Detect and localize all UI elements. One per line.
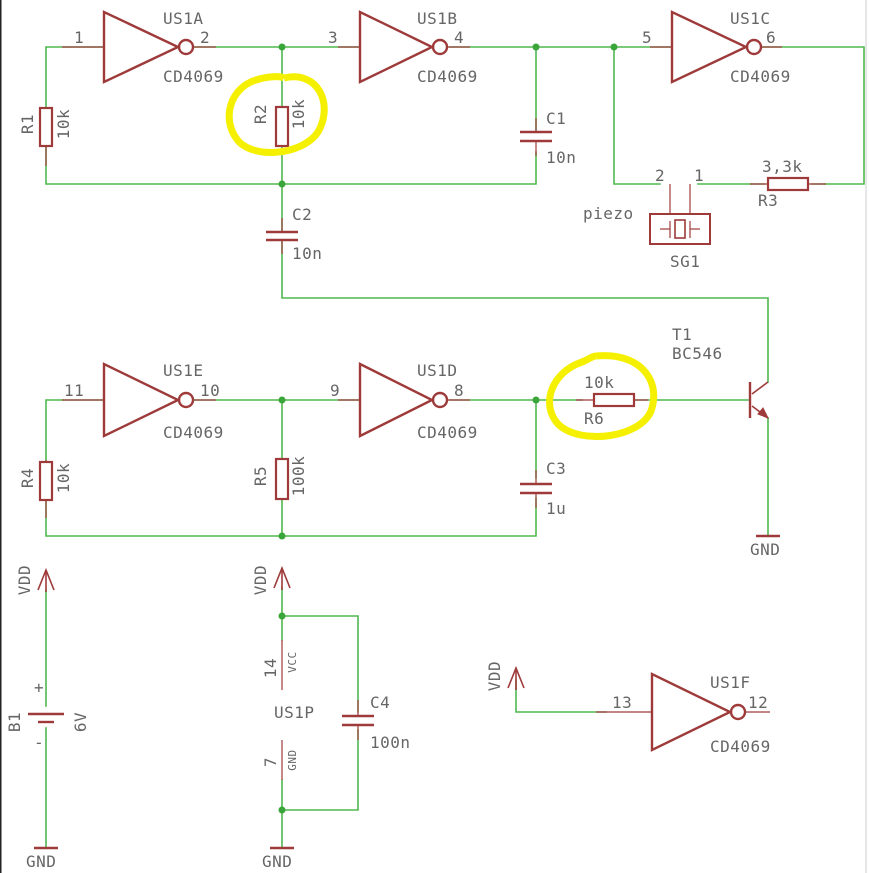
us1e-pin-in: 11 [64, 381, 84, 400]
us1e-part: CD4069 [163, 423, 224, 442]
b1-label: B1 [5, 712, 24, 732]
ic-power-us1p: 14 VCC US1P 7 GND [261, 640, 315, 780]
sg1-pin1: 1 [694, 166, 704, 185]
us1a-pin-in: 1 [74, 28, 84, 47]
sg1-label: SG1 [670, 252, 700, 271]
us1f-part: CD4069 [710, 737, 771, 756]
c1-label: C1 [546, 109, 566, 128]
capacitor-c4: C4 100n [342, 693, 411, 752]
r4-value: 10k [54, 463, 73, 493]
us1p-pin7: 7 [261, 757, 280, 767]
r1-label: R1 [18, 114, 37, 134]
r3-value: 3,3k [762, 157, 803, 176]
c3-value: 1u [546, 499, 566, 518]
gnd-label-battery: GND [26, 852, 56, 871]
r6-label: R6 [584, 409, 604, 428]
inverter-us1b: US1B CD4069 3 4 [328, 9, 478, 86]
us1b-pin-out: 4 [454, 28, 464, 47]
r2-label: R2 [251, 104, 270, 124]
r2-value: 10k [289, 99, 308, 129]
us1b-part: CD4069 [417, 67, 478, 86]
resistor-r2: R2 10k [251, 99, 308, 148]
us1p-gnd: GND [286, 749, 299, 770]
us1d-part: CD4069 [417, 423, 478, 442]
b1-minus: - [34, 733, 44, 752]
us1p-vcc: VCC [286, 651, 299, 672]
us1c-pin-in: 5 [642, 28, 652, 47]
highlight-r6 [546, 352, 658, 440]
us1a-label: US1A [163, 9, 204, 28]
vdd-symbol-battery: VDD [15, 565, 55, 595]
inverter-us1c: US1C CD4069 5 6 [642, 9, 791, 86]
inverter-us1a: US1A CD4069 1 2 [62, 9, 224, 86]
vdd-symbol-us1f: VDD [485, 661, 525, 691]
us1c-part: CD4069 [730, 67, 791, 86]
wires [45, 46, 865, 849]
r5-value: 100k [289, 456, 308, 497]
us1d-label: US1D [417, 361, 458, 380]
inverter-us1f: US1F CD4069 13 12 [596, 672, 771, 756]
us1f-label: US1F [710, 673, 751, 692]
c1-value: 10n [546, 148, 576, 167]
inverter-us1d: US1D CD4069 9 8 [330, 361, 478, 442]
us1b-label: US1B [417, 9, 458, 28]
us1p-label: US1P [274, 703, 315, 722]
resistor-r5: R5 100k [251, 456, 308, 501]
r6-value: 10k [584, 373, 614, 392]
battery-b1: + - B1 6V [5, 678, 90, 752]
us1c-label: US1C [730, 9, 771, 28]
c4-value: 100n [370, 733, 411, 752]
resistor-r1: R1 10k [18, 106, 73, 166]
b1-value: 6V [71, 712, 90, 732]
resistor-r3: 3,3k R3 [750, 157, 826, 210]
inverter-us1e: US1E CD4069 11 10 [62, 361, 224, 442]
us1b-pin-in: 3 [328, 28, 338, 47]
b1-plus: + [34, 678, 44, 697]
t1-label: T1 [672, 325, 692, 344]
r4-label: R4 [18, 468, 37, 488]
c2-value: 10n [292, 244, 322, 263]
capacitor-c3: C3 1u [520, 459, 566, 518]
r5-label: R5 [251, 466, 270, 486]
resistor-r4: R4 10k [18, 460, 73, 518]
capacitor-c2: C2 10n [266, 205, 322, 263]
r1-value: 10k [54, 109, 73, 139]
vdd-label-us1p: VDD [251, 565, 270, 595]
us1d-pin-out: 8 [454, 381, 464, 400]
us1a-pin-out: 2 [200, 28, 210, 47]
resistor-r6: 10k R6 [576, 373, 648, 428]
c2-label: C2 [292, 205, 312, 224]
gnd-symbol-transistor: GND [750, 534, 780, 559]
us1f-pin-out: 12 [748, 693, 768, 712]
c4-label: C4 [370, 693, 390, 712]
gnd-symbol-battery: GND [26, 846, 58, 871]
r3-label: R3 [758, 191, 778, 210]
us1a-part: CD4069 [163, 67, 224, 86]
gnd-label-transistor: GND [750, 540, 780, 559]
highlight-r2 [225, 73, 328, 156]
junctions [278, 43, 618, 814]
us1p-pin14: 14 [261, 658, 280, 678]
transistor-t1: T1 BC546 [672, 325, 770, 419]
us1c-pin-out: 6 [766, 28, 776, 47]
vdd-label-battery: VDD [15, 565, 34, 595]
t1-part: BC546 [672, 344, 723, 363]
us1f-pin-in: 13 [612, 693, 632, 712]
piezo-sg1: 2 1 piezo SG1 [583, 166, 711, 271]
vdd-label-us1f: VDD [485, 661, 504, 691]
us1e-label: US1E [163, 361, 204, 380]
us1d-pin-in: 9 [330, 381, 340, 400]
c3-label: C3 [546, 459, 566, 478]
gnd-symbol-us1p: GND [262, 846, 294, 871]
capacitor-c1: C1 10n [520, 109, 576, 167]
gnd-label-us1p: GND [262, 852, 292, 871]
sg1-type: piezo [583, 204, 634, 223]
vdd-symbol-us1p: VDD [251, 565, 291, 595]
sg1-pin2: 2 [655, 166, 665, 185]
us1e-pin-out: 10 [200, 381, 220, 400]
